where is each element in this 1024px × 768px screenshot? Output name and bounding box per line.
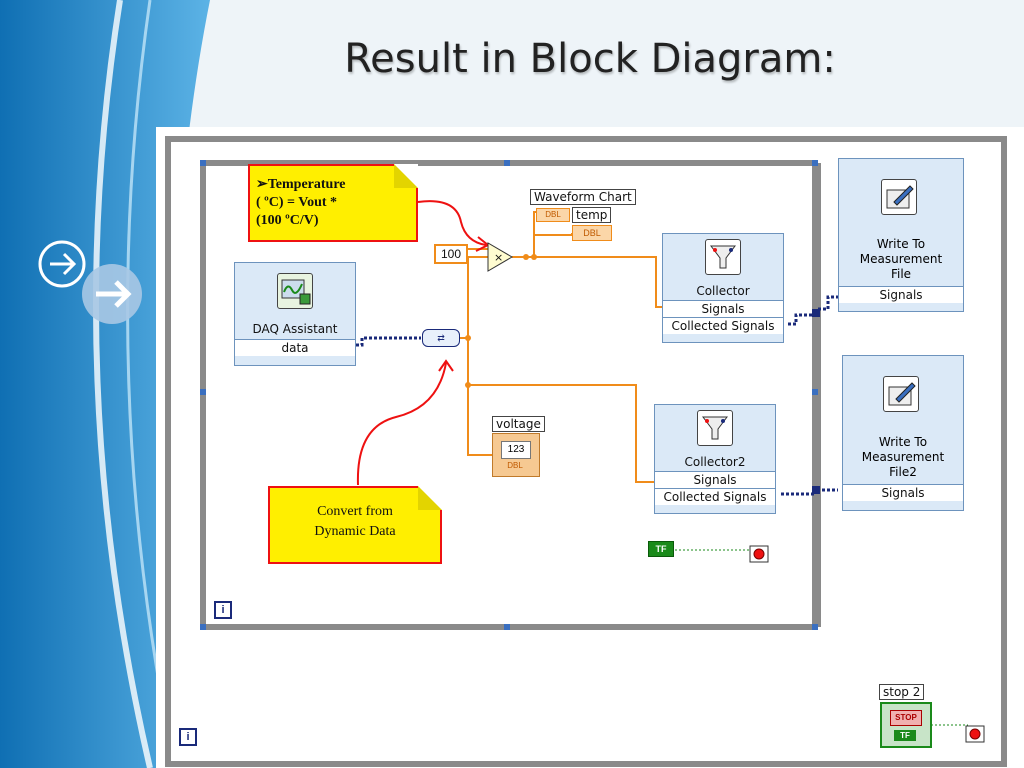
daq-icon xyxy=(277,273,313,309)
temperature-note: ➢Temperature ( ºC) = Vout * (100 ºC/V) xyxy=(248,164,418,242)
constant-100[interactable]: 100 xyxy=(434,244,468,264)
stop2-label: stop 2 xyxy=(879,684,925,700)
note-convert-line2: Dynamic Data xyxy=(314,524,396,539)
collector-node[interactable]: Collector Signals Collected Signals xyxy=(662,233,784,343)
write-file2-node[interactable]: Write To Measurement File2 Signals xyxy=(842,355,964,511)
dbl-label-2: DBL xyxy=(583,228,601,238)
collector-signals-in[interactable]: Signals xyxy=(663,300,783,317)
dbl-label: DBL xyxy=(545,210,561,219)
funnel-icon-2 xyxy=(697,410,733,446)
arrow-circle-icon xyxy=(38,240,86,288)
pencil-file-icon-2 xyxy=(883,376,919,412)
waveform-chart-label: Waveform Chart xyxy=(530,189,636,205)
note-temp-line2: ( ºC) = Vout * xyxy=(256,195,338,210)
voltage-label: voltage xyxy=(492,416,545,432)
note-temp-line1: Temperature xyxy=(267,177,346,192)
collector2-node[interactable]: Collector2 Signals Collected Signals xyxy=(654,404,776,514)
daq-name: DAQ Assistant xyxy=(252,322,338,336)
stop-button[interactable]: STOP xyxy=(890,710,922,726)
outer-while-loop xyxy=(165,136,1007,767)
write2-signals-in[interactable]: Signals xyxy=(843,484,963,501)
outer-loop-iteration-icon: i xyxy=(179,728,197,746)
convert-note: Convert from Dynamic Data xyxy=(268,486,442,564)
temp-label: temp xyxy=(572,207,612,223)
note-temp-line3: (100 ºC/V) xyxy=(256,213,319,228)
write1-line2: Measurement xyxy=(859,252,943,266)
block-diagram-panel: × ➢Temperature ( ºC) = Vout * (100 ºC/V)… xyxy=(156,127,1024,768)
write2-line3: File2 xyxy=(889,465,917,479)
arrow-bullet-icon: ➢ xyxy=(256,177,268,192)
svg-text:×: × xyxy=(494,251,503,264)
stop2-control[interactable]: STOP TF xyxy=(880,702,932,748)
temp-terminal[interactable]: DBL xyxy=(572,225,612,241)
pencil-file-icon xyxy=(881,179,917,215)
voltage-dbl: DBL xyxy=(507,461,523,470)
funnel-icon xyxy=(705,239,741,275)
convert-dynamic-node[interactable]: ⇄ xyxy=(422,329,460,347)
collector-signals-out[interactable]: Collected Signals xyxy=(663,317,783,334)
daq-assistant-node[interactable]: DAQ Assistant data xyxy=(234,262,356,366)
inner-loop-iteration-icon: i xyxy=(214,601,232,619)
collector2-name: Collector2 xyxy=(684,455,746,469)
note-convert-line1: Convert from xyxy=(317,504,393,519)
write2-line2: Measurement xyxy=(861,450,945,464)
stop2-tf: TF xyxy=(894,730,916,741)
collector2-signals-in[interactable]: Signals xyxy=(655,471,775,488)
voltage-indicator[interactable]: 123 DBL xyxy=(492,433,540,477)
boolean-constant[interactable]: TF xyxy=(648,541,674,557)
daq-data-terminal[interactable]: data xyxy=(235,339,355,356)
diagram-wires: × xyxy=(165,136,1007,767)
write2-line1: Write To xyxy=(878,435,928,449)
write1-line3: File xyxy=(890,267,912,281)
collector2-signals-out[interactable]: Collected Signals xyxy=(655,488,775,505)
write-file-node[interactable]: Write To Measurement File Signals xyxy=(838,158,964,312)
collector-name: Collector xyxy=(696,284,750,298)
write1-signals-in[interactable]: Signals xyxy=(839,286,963,303)
numeric-display: 123 xyxy=(501,441,531,459)
waveform-chart-terminal[interactable]: DBL xyxy=(536,208,570,222)
slide-title: Result in Block Diagram: xyxy=(344,36,836,82)
multiply-node xyxy=(487,242,513,272)
write1-line1: Write To xyxy=(876,237,926,251)
